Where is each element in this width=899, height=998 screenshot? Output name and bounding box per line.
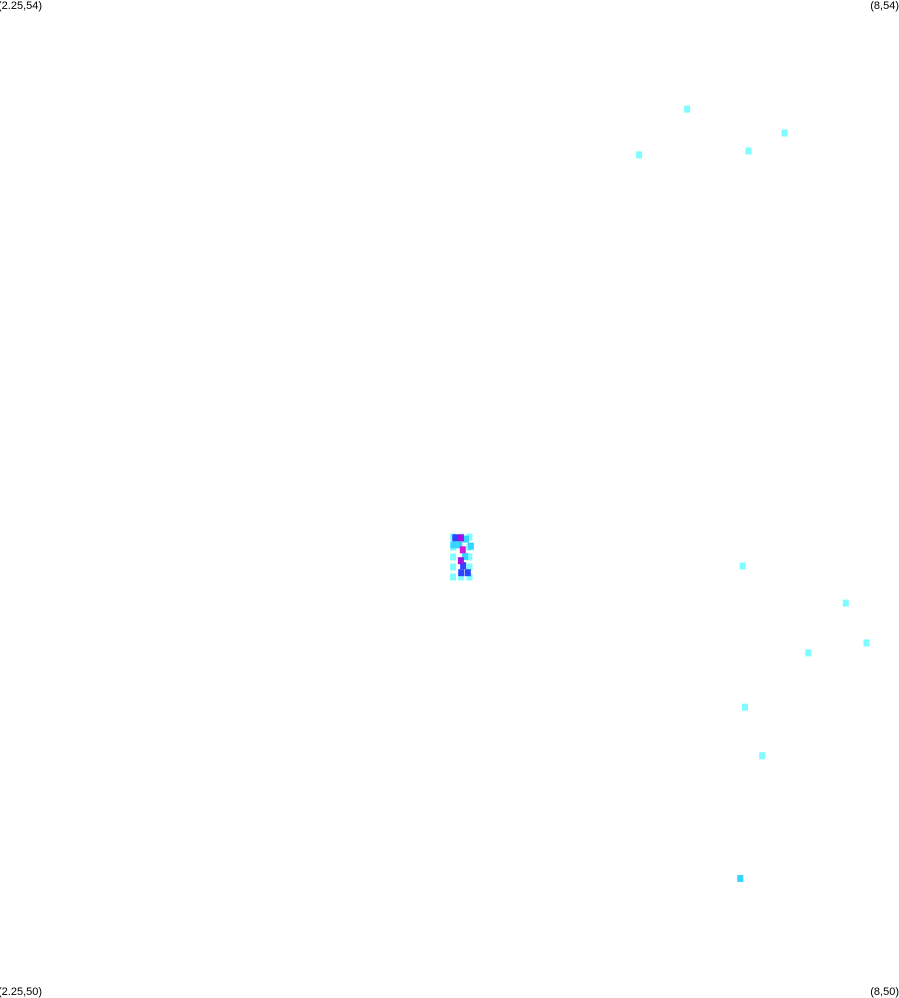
heat-cell: [458, 573, 465, 581]
heat-cell: [759, 752, 766, 760]
heat-cell: [450, 541, 457, 549]
heat-cell: [466, 553, 473, 561]
heat-cell: [462, 535, 469, 543]
corner-label-bottom-left: (2.25,50): [0, 986, 43, 998]
heat-cell: [781, 129, 788, 137]
heat-cell: [739, 562, 746, 570]
corner-label-top-right: (8,54): [870, 0, 899, 12]
heat-cell: [457, 534, 464, 542]
heat-cell: [459, 546, 466, 554]
heat-cell: [452, 534, 459, 542]
heat-cell: [742, 703, 748, 711]
corner-label-bottom-right: (8,50): [870, 986, 899, 998]
heat-cell: [450, 573, 457, 581]
heat-cell: [457, 557, 464, 565]
heat-cell: [737, 875, 744, 882]
heat-cell: [466, 573, 473, 581]
heat-cell: [450, 563, 457, 571]
heat-cell: [636, 151, 643, 159]
heat-cell: [863, 639, 870, 647]
heat-cell: [684, 105, 691, 113]
heat-cell: [462, 553, 469, 560]
heat-cell: [460, 562, 467, 570]
heat-cell: [805, 649, 812, 657]
heat-cell: [466, 533, 473, 541]
heat-cell: [467, 542, 474, 550]
heat-cell: [450, 553, 457, 561]
heat-cell: [456, 541, 463, 549]
heat-cell: [464, 569, 471, 577]
heat-cell: [745, 147, 752, 155]
heat-cell: [458, 569, 465, 577]
heat-cell: [466, 563, 473, 571]
heat-cell: [842, 599, 849, 607]
corner-label-top-left: (2.25,54): [0, 0, 43, 12]
